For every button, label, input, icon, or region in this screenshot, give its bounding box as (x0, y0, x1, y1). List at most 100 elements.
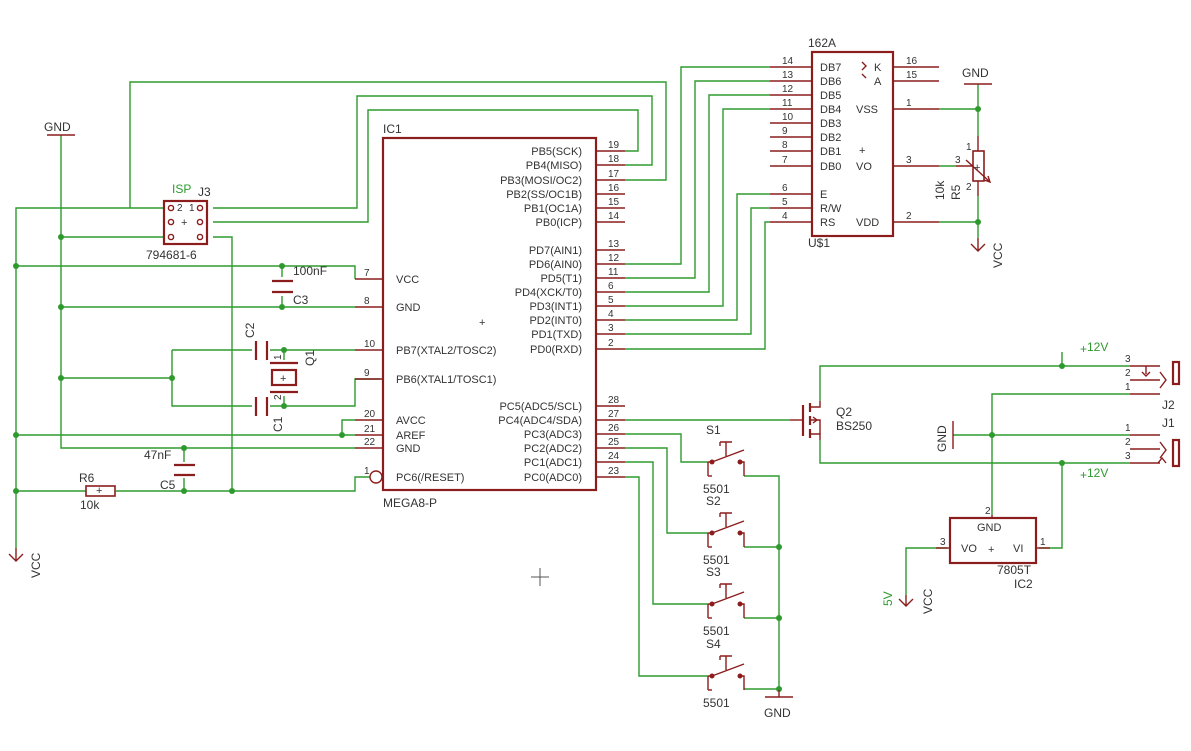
gnd-symbol-left: GND (44, 120, 75, 136)
regulator-ic2[interactable]: GND VO VI + 2 3 1 7805T IC2 (936, 506, 1050, 591)
ic1-pin-number: 21 (364, 424, 376, 435)
ic1-pin-label: PB7(XTAL2/TOSC2) (396, 345, 496, 357)
power-connector-j2[interactable]: 3 2 1 J2 12V + (1080, 340, 1181, 412)
r5-name: R5 (949, 184, 963, 200)
j2-net-12v: 12V (1087, 340, 1108, 354)
lcd-pin-label: DB6 (820, 76, 841, 88)
ic1-pin-label: PC2(ADC2) (524, 443, 582, 455)
ic1-pin-label: PD6(AIN0) (529, 259, 582, 271)
ic1-left-pins: 7VCC8GND10PB7(XTAL2/TOSC2)9PB6(XTAL1/TOS… (355, 268, 496, 484)
ic1-pin-label: GND (396, 302, 421, 314)
lcd-pin-number: 4 (782, 211, 788, 222)
power-connector-j1[interactable]: 1 2 3 J1 12V + (1080, 416, 1181, 482)
capacitor-c5[interactable]: 47nF C5 (144, 448, 195, 492)
ic1-pin-number: 20 (364, 409, 376, 420)
ic1-pin-label: PD1(TXD) (531, 329, 582, 341)
svg-text:+: + (1080, 342, 1087, 356)
svg-text:GND: GND (935, 425, 949, 452)
mosfet-q2[interactable]: Q2 BS250 (790, 401, 872, 440)
ic1-pin-number: 7 (364, 268, 370, 279)
ic1-pin-label: PD4(XCK/T0) (515, 287, 582, 299)
ic1-pin-number: 9 (364, 368, 370, 379)
switch-value: 5501 (703, 696, 730, 710)
svg-text:+: + (280, 373, 286, 385)
ic1-pin-number: 5 (608, 295, 614, 306)
ic1-pin-label: PB5(SCK) (531, 146, 582, 158)
r5-pin-1: 1 (966, 142, 972, 153)
ic1-pin-number: 6 (608, 281, 614, 292)
ic1-pin-label: AVCC (396, 415, 426, 427)
resistor-r6[interactable]: + R6 10k (79, 471, 116, 512)
ic1-pin-number: 16 (608, 183, 620, 194)
crystal-q1[interactable]: + 1 2 Q1 (270, 350, 317, 400)
ic1-pin-label: PB6(XTAL1/TOSC1) (396, 374, 496, 386)
vcc-symbol-5v: 5V VCC (881, 588, 935, 614)
ic1-value: MEGA8-P (383, 496, 437, 510)
ic2-pin-2: 2 (985, 506, 991, 517)
lcd-pin-label: DB1 (820, 146, 841, 158)
junctions (13, 106, 1065, 692)
ic1-pin-label: PD2(INT0) (529, 315, 582, 327)
ic1-origin: + (479, 317, 485, 329)
lcd-value: U$1 (808, 236, 830, 250)
isp-pin-1: 1 (189, 203, 195, 214)
svg-text:+: + (1080, 468, 1087, 482)
ic1-pin-number: 12 (608, 253, 620, 264)
ic1-pin-label: VCC (396, 274, 419, 286)
lcd-pin-number: 13 (782, 70, 794, 81)
isp-pin-2: 2 (177, 203, 183, 214)
ic1-pin-label: PB4(MISO) (526, 160, 582, 172)
svg-text:GND: GND (44, 120, 71, 134)
switch-value: 5501 (703, 553, 730, 567)
lcd-pin-number: 3 (906, 155, 912, 166)
ic1-pin-number: 15 (608, 197, 620, 208)
lcd-pin-number: 14 (782, 56, 794, 67)
ic2-value: 7805T (997, 563, 1032, 577)
ic1-pin-label: PB0(ICP) (536, 217, 582, 229)
capacitor-c1[interactable]: C1 (254, 397, 285, 432)
q2-name: Q2 (836, 405, 852, 419)
lcd-pin-label: DB7 (820, 62, 841, 74)
ic1-pin-label: GND (396, 443, 421, 455)
lcd-left-pins: 14DB713DB612DB511DB410DB39DB28DB17DB06E5… (770, 56, 842, 229)
ic1-pin-number: 23 (608, 466, 620, 477)
r5-value: 10k (933, 180, 947, 200)
r5-pin-2: 2 (966, 182, 972, 193)
isp-connector-j3[interactable]: ISP J3 794681-6 2 1 + (146, 182, 211, 262)
ic2-name: IC2 (1014, 577, 1033, 591)
switch-name: S1 (706, 423, 721, 437)
j2-name: J2 (1162, 398, 1175, 412)
c5-value: 47nF (144, 448, 171, 462)
ic1-pin-number: 17 (608, 169, 620, 180)
c5-name: C5 (160, 478, 176, 492)
ic1-pin-number: 8 (364, 296, 370, 307)
j1-name: J1 (1162, 416, 1175, 430)
isp-value: 794681-6 (146, 248, 197, 262)
q1-pin-2: 2 (273, 394, 284, 400)
lcd-pin-number: 9 (782, 126, 788, 137)
potentiometer-r5[interactable]: + 1 2 3 10k R5 (933, 136, 992, 200)
ic1-pin-label: PC1(ADC1) (524, 457, 582, 469)
ic1-pin-label: PC4(ADC4/SDA) (498, 415, 582, 427)
q1-pin-1: 1 (273, 354, 284, 360)
ic1-pin-label: PC5(ADC5/SCL) (499, 401, 582, 413)
lcd-pin-label: K (874, 62, 882, 74)
lcd-name: 162A (808, 36, 836, 50)
ic2-vo-label: VO (961, 543, 977, 555)
capacitor-c2[interactable]: C2 (243, 322, 269, 360)
lcd-body (810, 50, 895, 238)
isp-body (162, 199, 209, 246)
lcd-162a[interactable]: 162A U$1 + 14DB713DB612DB511DB410DB39DB2… (770, 36, 939, 250)
j2-pin-3: 3 (1125, 354, 1131, 365)
capacitor-c3[interactable]: 100nF C3 (272, 264, 327, 307)
r5-pin-3: 3 (955, 155, 961, 166)
j1-pin-3: 3 (1125, 451, 1131, 462)
ic1-mega8[interactable]: IC1 MEGA8-P + 19PB5(SCK)18PB4(MISO)17PB3… (355, 122, 625, 510)
svg-text:+: + (988, 544, 994, 556)
